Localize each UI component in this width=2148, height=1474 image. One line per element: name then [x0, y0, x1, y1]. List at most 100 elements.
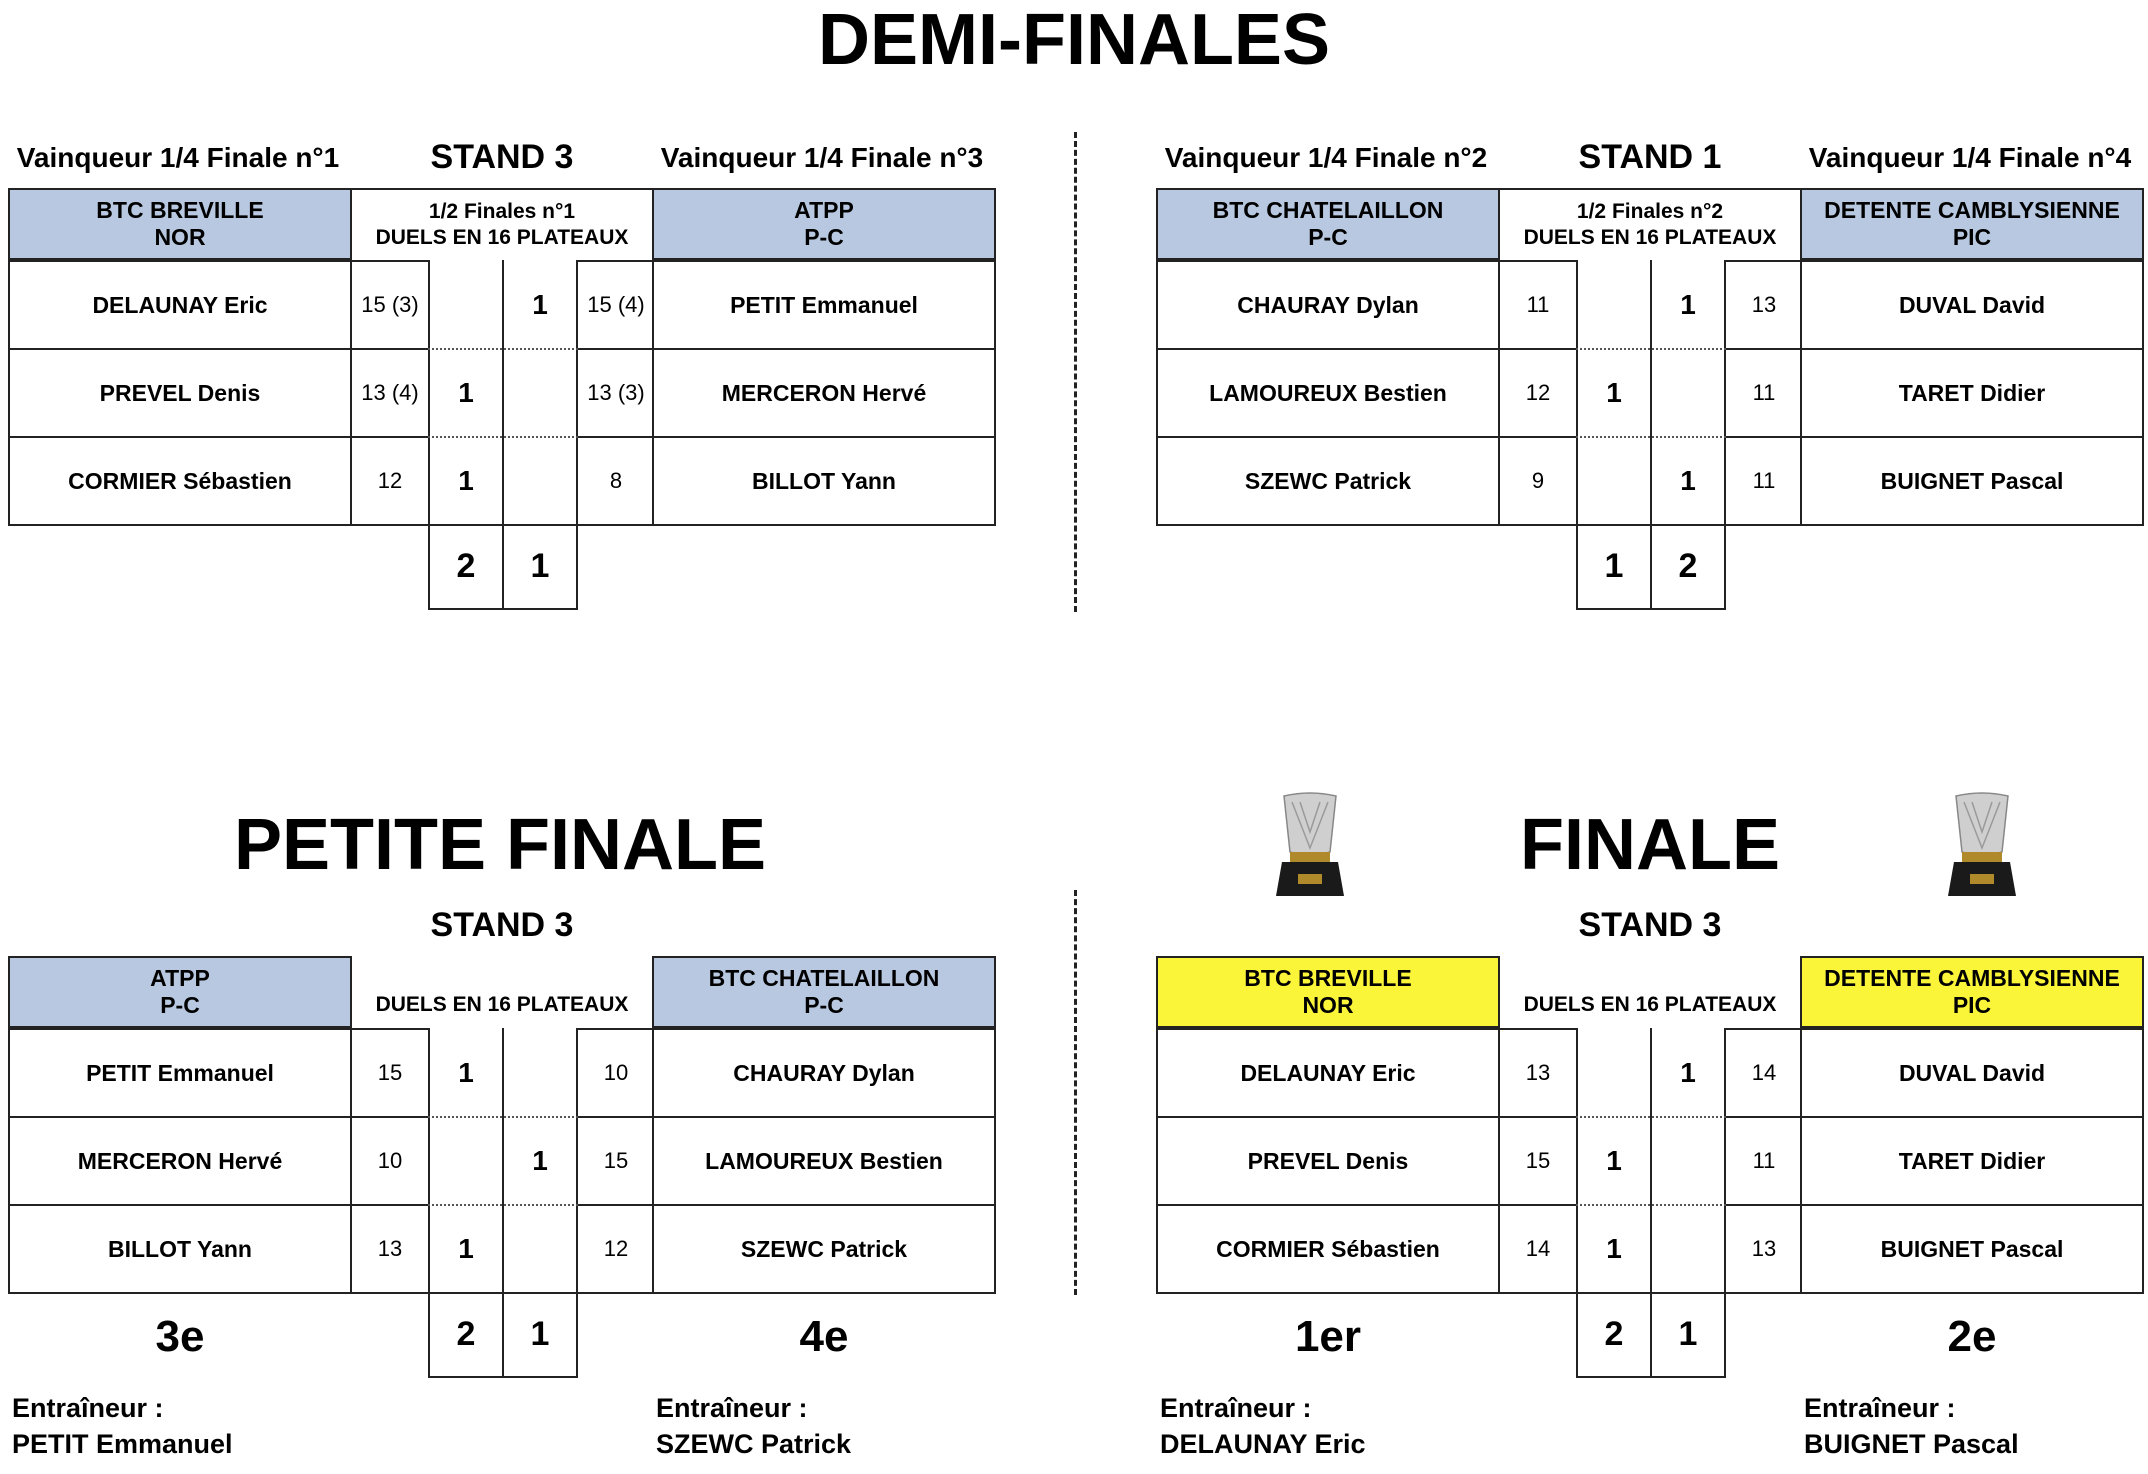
- left-total: 1: [1576, 524, 1652, 610]
- left-score: 11: [1500, 260, 1576, 350]
- left-score: 13 (4): [352, 348, 428, 438]
- coach-label: Entraîneur :: [656, 1393, 808, 1423]
- right-player: SZEWC Patrick: [652, 1204, 996, 1294]
- team-region: NOR: [154, 224, 206, 250]
- section-divider: [1074, 890, 1077, 1295]
- right-total: 1: [502, 1292, 578, 1378]
- duel-format: DUELS EN 16 PLATEAUX: [1523, 226, 1777, 249]
- right-point: [502, 436, 578, 526]
- right-score: 11: [1726, 436, 1802, 526]
- team-region: P-C: [804, 992, 844, 1018]
- right-player: BUIGNET Pascal: [1800, 1204, 2144, 1294]
- match-header: 1/2 Finales n°1 DUELS EN 16 PLATEAUX: [352, 188, 652, 260]
- right-point: [1650, 1116, 1726, 1206]
- left-point: 1: [1606, 1233, 1622, 1264]
- left-score: 13: [352, 1204, 428, 1294]
- team-name: DETENTE CAMBLYSIENNE: [1824, 965, 2120, 991]
- team-region: P-C: [804, 224, 844, 250]
- left-player: PETIT Emmanuel: [8, 1028, 352, 1118]
- right-player: MERCERON Hervé: [652, 348, 996, 438]
- right-team-header: DETENTE CAMBLYSIENNE PIC: [1800, 956, 2144, 1028]
- left-point: [1576, 260, 1652, 350]
- coach-name: DELAUNAY Eric: [1160, 1429, 1366, 1459]
- team-region: PIC: [1952, 224, 1992, 250]
- left-point: [1576, 1028, 1652, 1118]
- left-point: 1: [458, 1057, 474, 1088]
- right-player: DUVAL David: [1800, 260, 2144, 350]
- left-score: 15: [1500, 1116, 1576, 1206]
- right-rank: 2e: [1947, 1312, 1997, 1361]
- left-player: MERCERON Hervé: [8, 1116, 352, 1206]
- team-name: BTC BREVILLE: [1244, 965, 1412, 991]
- team-name: DETENTE CAMBLYSIENNE: [1824, 197, 2120, 223]
- duel-format: DUELS EN 16 PLATEAUX: [1523, 993, 1777, 1016]
- right-team-header: DETENTE CAMBLYSIENNE PIC: [1800, 188, 2144, 260]
- coach-label: Entraîneur :: [1160, 1393, 1312, 1423]
- left-team-header: BTC BREVILLE NOR: [1156, 956, 1500, 1028]
- left-player: CHAURAY Dylan: [1156, 260, 1500, 350]
- semi2-left-label: Vainqueur 1/4 Finale n°2: [1164, 142, 1488, 173]
- left-player: PREVEL Denis: [1156, 1116, 1500, 1206]
- right-rank: 4e: [799, 1312, 849, 1361]
- team-region: PIC: [1952, 992, 1992, 1018]
- right-player: PETIT Emmanuel: [652, 260, 996, 350]
- left-rank: 1er: [1294, 1312, 1362, 1361]
- right-player: CHAURAY Dylan: [652, 1028, 996, 1118]
- small-final-title: PETITE FINALE: [233, 805, 767, 885]
- trophy-icon: [1948, 792, 2016, 896]
- left-point: [1576, 436, 1652, 526]
- left-coach: Entraîneur : PETIT Emmanuel: [12, 1390, 233, 1462]
- right-score: 13: [1726, 260, 1802, 350]
- small-final-match: ATPP P-C DUELS EN 16 PLATEAUX BTC CHATEL…: [8, 956, 996, 1378]
- coach-name: SZEWC Patrick: [656, 1429, 852, 1459]
- right-score: 11: [1726, 348, 1802, 438]
- right-score: 15 (4): [578, 260, 654, 350]
- semi1-right-label: Vainqueur 1/4 Finale n°3: [660, 142, 984, 173]
- left-team-header: ATPP P-C: [8, 956, 352, 1028]
- left-score: 12: [1500, 348, 1576, 438]
- right-point: 1: [1680, 289, 1696, 320]
- trophy-icon: [1276, 792, 1344, 896]
- left-point: 1: [458, 1233, 474, 1264]
- left-total: 2: [428, 1292, 504, 1378]
- right-point: 1: [1680, 1057, 1696, 1088]
- final-match: BTC BREVILLE NOR DUELS EN 16 PLATEAUX DE…: [1156, 956, 2144, 1378]
- left-total: 2: [428, 524, 504, 610]
- left-score: 10: [352, 1116, 428, 1206]
- right-point: [1650, 1204, 1726, 1294]
- right-player: LAMOUREUX Bestien: [652, 1116, 996, 1206]
- left-player: LAMOUREUX Bestien: [1156, 348, 1500, 438]
- semi1-match: BTC BREVILLE NOR 1/2 Finales n°1 DUELS E…: [8, 188, 996, 610]
- left-point: 1: [1606, 377, 1622, 408]
- right-total: 1: [502, 524, 578, 610]
- right-score: 10: [578, 1028, 654, 1118]
- left-total: 2: [1576, 1292, 1652, 1378]
- team-name: BTC CHATELAILLON: [708, 965, 940, 991]
- right-total: 2: [1650, 524, 1726, 610]
- semis-title: DEMI-FINALES: [818, 0, 1330, 80]
- right-score: 11: [1726, 1116, 1802, 1206]
- semi2-match: BTC CHATELAILLON P-C 1/2 Finales n°2 DUE…: [1156, 188, 2144, 610]
- match-header: DUELS EN 16 PLATEAUX: [352, 956, 652, 1028]
- duel-format: DUELS EN 16 PLATEAUX: [375, 993, 629, 1016]
- final-title: FINALE: [1520, 805, 1780, 885]
- right-point: 1: [532, 289, 548, 320]
- left-score: 15: [352, 1028, 428, 1118]
- left-score: 12: [352, 436, 428, 526]
- right-player: TARET Didier: [1800, 1116, 2144, 1206]
- left-rank: 3e: [155, 1312, 205, 1361]
- left-point: 1: [458, 465, 474, 496]
- match-number: 1/2 Finales n°1: [428, 200, 576, 223]
- right-score: 13 (3): [578, 348, 654, 438]
- final-stand: STAND 3: [1578, 906, 1722, 944]
- left-score: 9: [1500, 436, 1576, 526]
- right-point: [502, 348, 578, 438]
- left-player: CORMIER Sébastien: [1156, 1204, 1500, 1294]
- left-team-header: BTC BREVILLE NOR: [8, 188, 352, 260]
- left-player: PREVEL Denis: [8, 348, 352, 438]
- right-score: 14: [1726, 1028, 1802, 1118]
- team-region: P-C: [160, 992, 200, 1018]
- right-score: 8: [578, 436, 654, 526]
- left-point: 1: [1606, 1145, 1622, 1176]
- team-name: ATPP: [150, 965, 210, 991]
